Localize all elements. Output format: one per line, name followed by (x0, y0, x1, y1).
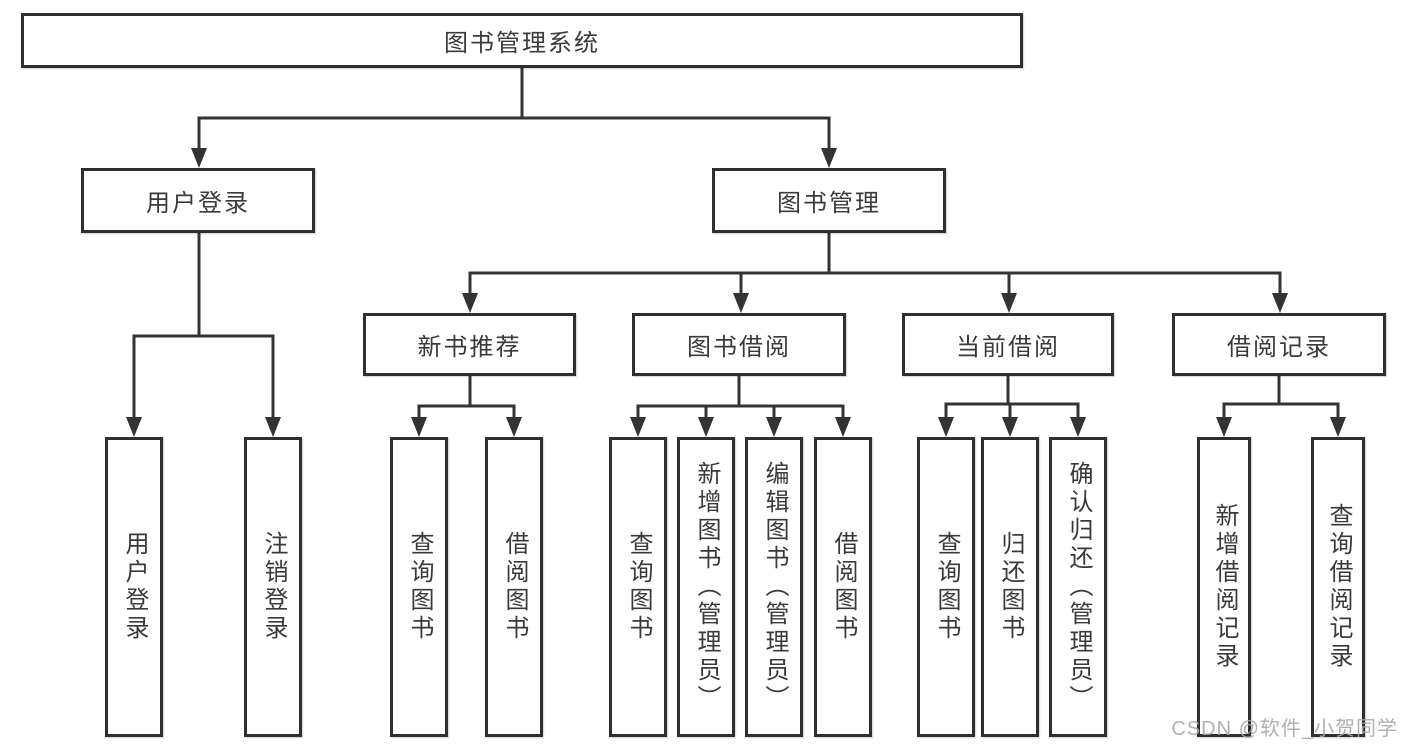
node-label: 查询图书 (933, 531, 960, 643)
node-label: 查询图书 (406, 531, 433, 643)
leaf-query-borrow-record: 查询借阅记录 (1311, 437, 1365, 737)
leaf-query-books-borrow: 查询图书 (609, 437, 667, 737)
node-label: 图书借阅 (687, 334, 791, 361)
connector-user-login-split (132, 233, 275, 419)
arrowhead-icons-book-management-split (462, 293, 1288, 313)
leaf-query-books-recommend: 查询图书 (390, 437, 448, 737)
arrowhead-icons-borrow-records-split (1216, 417, 1346, 437)
node-label: 图书管理系统 (444, 30, 600, 57)
node-label: 图书管理 (777, 190, 881, 217)
arrowhead-icons-book-borrow-split (630, 417, 851, 437)
leaf-borrow-books: 借阅图书 (814, 437, 872, 737)
leaf-return-books: 归还图书 (981, 437, 1039, 737)
node-label: 确认归还（管理员） (1065, 461, 1092, 713)
connector-book-borrow-split (636, 376, 845, 419)
node-label: 归还图书 (997, 531, 1024, 643)
node-label: 用户登录 (146, 190, 250, 217)
node-user-login: 用户登录 (81, 168, 315, 233)
leaf-add-books-admin: 新增图书（管理员） (677, 437, 735, 737)
leaf-user-login: 用户登录 (105, 437, 163, 737)
leaf-add-borrow-record: 新增借阅记录 (1197, 437, 1251, 737)
node-label: 新增图书（管理员） (693, 461, 720, 713)
arrowhead-icons-new-book-recommend-split (411, 417, 522, 437)
node-library-system: 图书管理系统 (21, 13, 1023, 68)
node-label: 查询图书 (625, 531, 652, 643)
arrowhead-icons-root-split (191, 148, 837, 168)
arrowhead-icons-current-borrow-split (938, 417, 1086, 437)
node-book-management: 图书管理 (712, 168, 946, 233)
leaf-edit-books-admin: 编辑图书（管理员） (745, 437, 803, 737)
arrowhead-icons-user-login-split (126, 417, 281, 437)
connector-root-split (197, 68, 831, 150)
node-label: 借阅图书 (830, 531, 857, 643)
connector-book-management-split (468, 233, 1282, 295)
node-label: 注销登录 (260, 531, 287, 643)
node-borrow-records: 借阅记录 (1172, 313, 1386, 376)
node-current-borrow: 当前借阅 (902, 313, 1114, 376)
watermark: CSDN @软件_小贺同学 (1171, 718, 1398, 740)
leaf-query-books-current: 查询图书 (917, 437, 975, 737)
node-label: 新书推荐 (417, 334, 522, 361)
node-label: 编辑图书（管理员） (761, 461, 788, 713)
connector-new-book-recommend-split (417, 376, 516, 419)
node-label: 用户登录 (121, 531, 148, 643)
node-label: 新增借阅记录 (1211, 503, 1238, 671)
leaf-logout-login: 注销登录 (244, 437, 302, 737)
node-book-borrow: 图书借阅 (632, 313, 846, 376)
node-new-book-recommend: 新书推荐 (363, 313, 576, 376)
node-label: 查询借阅记录 (1325, 503, 1352, 671)
node-label: 借阅记录 (1227, 334, 1331, 361)
connector-current-borrow-split (944, 376, 1080, 419)
leaf-borrow-books-recommend: 借阅图书 (485, 437, 543, 737)
connector-borrow-records-split (1222, 376, 1340, 419)
node-label: 当前借阅 (956, 334, 1060, 361)
leaf-confirm-return-admin: 确认归还（管理员） (1049, 437, 1107, 737)
node-label: 借阅图书 (501, 531, 528, 643)
